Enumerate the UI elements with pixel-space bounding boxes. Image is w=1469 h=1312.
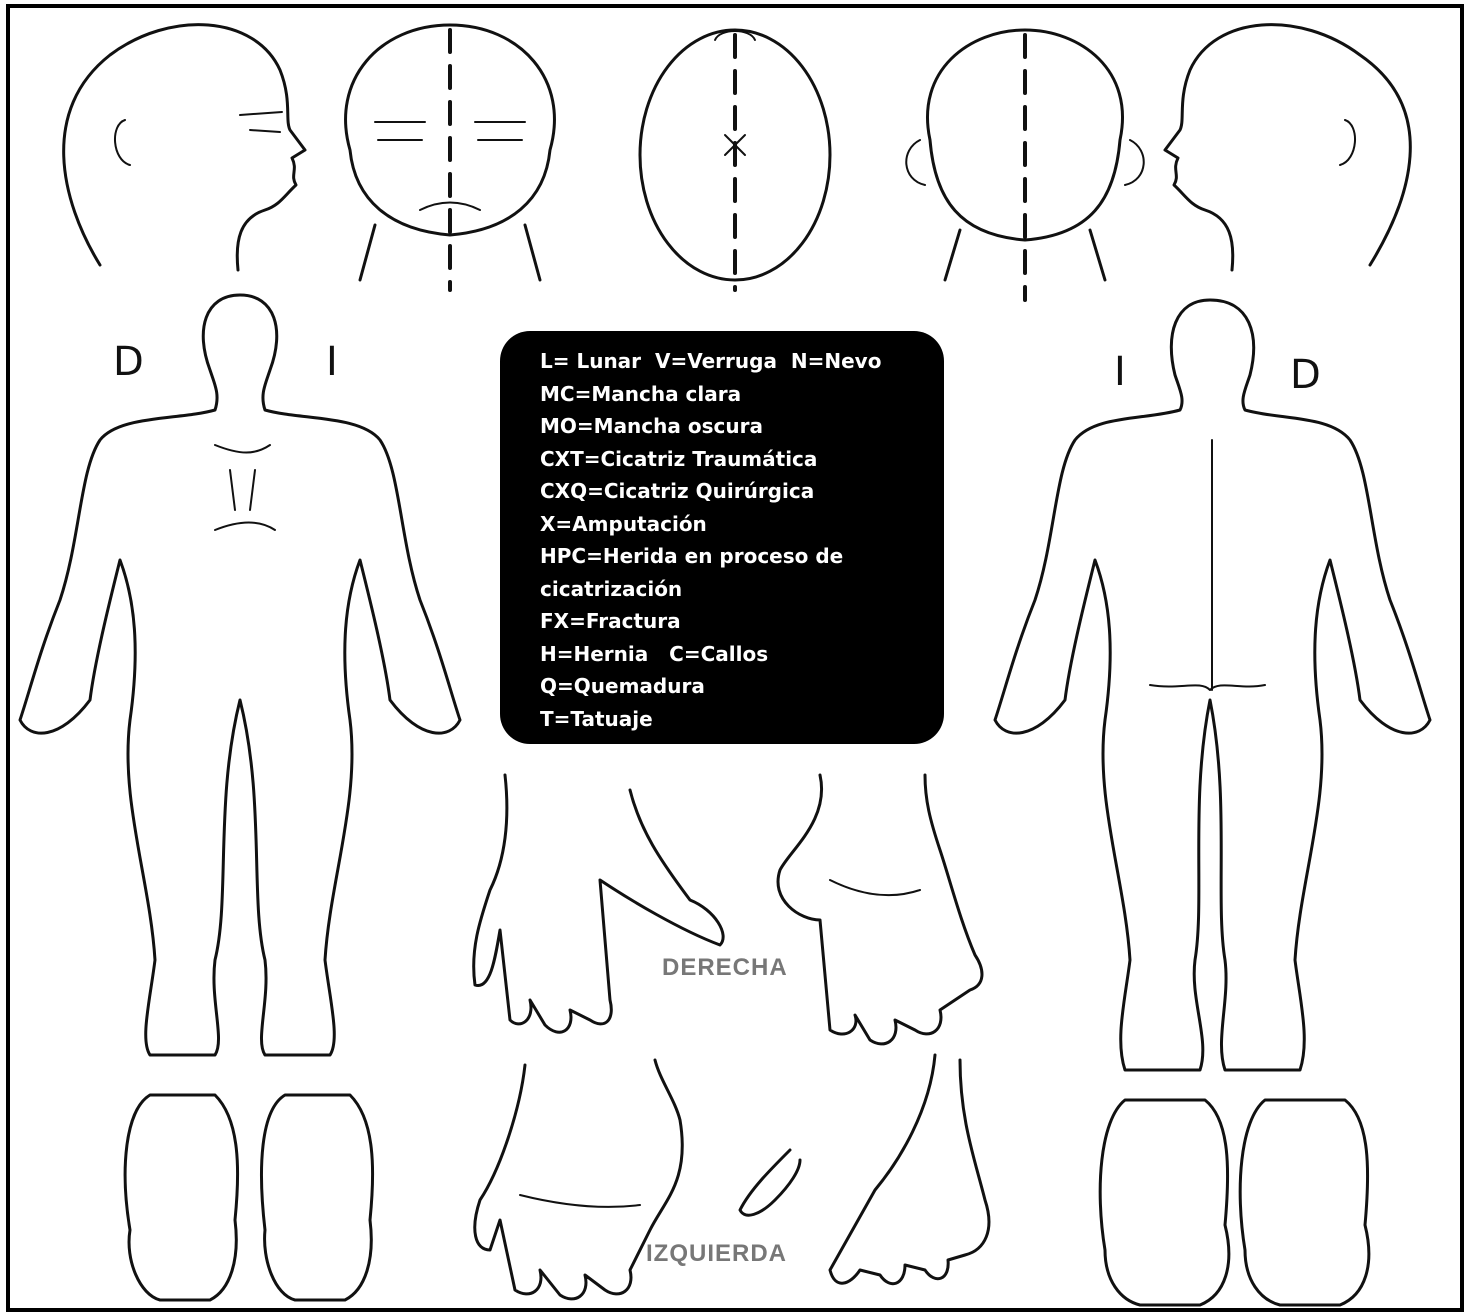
back-right-marker: D [1290,355,1321,395]
legend-line: CXQ=Cicatriz Quirúrgica [540,475,944,508]
head-top [640,30,830,290]
legend-line: MO=Mancha oscura [540,410,944,443]
legend-line: MC=Mancha clara [540,378,944,411]
legend-line: HPC=Herida en proceso de [540,540,944,573]
feet-soles-right [1100,1100,1369,1305]
legend-line: L= Lunar V=Verruga N=Nevo [540,345,944,378]
body-front [20,295,460,1055]
left-hand-label: IZQUIERDA [646,1240,787,1268]
legend-line: Q=Quemadura [540,670,944,703]
body-back [995,300,1430,1070]
legend-line: cicatrización [540,573,944,606]
hand-right-back [474,775,723,1032]
feet-soles-left [125,1095,372,1300]
head-profile-left [1165,25,1410,270]
legend-line: T=Tatuaje [540,703,944,736]
back-left-marker: I [1114,352,1126,392]
front-right-marker: D [113,342,144,382]
head-profile-right [64,25,305,270]
legend-line: X=Amputación [540,508,944,541]
hand-right-palm [778,775,982,1044]
legend-box: L= Lunar V=Verruga N=Nevo MC=Mancha clar… [500,331,944,744]
legend-line: H=Hernia C=Callos [540,638,944,671]
front-left-marker: I [326,342,338,382]
legend-line: FX=Fractura [540,605,944,638]
right-hand-label: DERECHA [662,954,788,982]
head-back [906,30,1143,300]
head-front [346,25,555,290]
legend-line: CXT=Cicatriz Traumática [540,443,944,476]
